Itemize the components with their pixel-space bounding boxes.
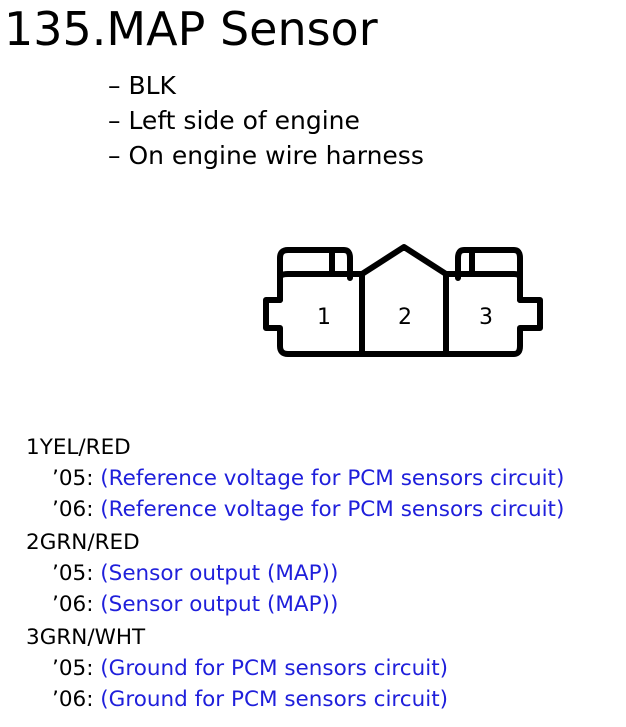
pin-description: (Ground for PCM sensors circuit) <box>100 687 449 712</box>
pin-row: ’06: (Ground for PCM sensors circuit) <box>26 684 564 715</box>
pin-row: ’05: (Sensor output (MAP)) <box>26 558 564 589</box>
pin-description: (Sensor output (MAP)) <box>100 561 339 586</box>
connector-color: – BLK <box>108 71 176 100</box>
connector-info-list: – BLK – Left side of engine – On engine … <box>108 68 424 173</box>
pin-wire-color: GRN/RED <box>39 530 140 555</box>
pin-wire-color: YEL/RED <box>39 435 131 460</box>
connector-diagram: 1 2 3 <box>263 244 543 357</box>
pin-year: ’06: <box>52 497 94 522</box>
pin-block-3: 3GRN/WHT ’05: (Ground for PCM sensors ci… <box>26 622 564 715</box>
pin-description: (Reference voltage for PCM sensors circu… <box>100 497 565 522</box>
pin-description: (Ground for PCM sensors circuit) <box>100 656 449 681</box>
pin-row: ’05: (Ground for PCM sensors circuit) <box>26 653 564 684</box>
pin-year: ’06: <box>52 592 94 617</box>
pin-year: ’05: <box>52 656 94 681</box>
pin-block-2: 2GRN/RED ’05: (Sensor output (MAP)) ’06:… <box>26 527 564 620</box>
pin-year: ’05: <box>52 466 94 491</box>
pin-block-1: 1YEL/RED ’05: (Reference voltage for PCM… <box>26 432 564 525</box>
pin-list: 1YEL/RED ’05: (Reference voltage for PCM… <box>26 432 564 717</box>
pin-number: 1 <box>26 435 40 460</box>
connector-location: – Left side of engine <box>108 106 360 135</box>
pin-year: ’06: <box>52 687 94 712</box>
pin-row: ’06: (Sensor output (MAP)) <box>26 589 564 620</box>
pin-description: (Reference voltage for PCM sensors circu… <box>100 466 565 491</box>
pin-description: (Sensor output (MAP)) <box>100 592 339 617</box>
pin-row: ’06: (Reference voltage for PCM sensors … <box>26 494 564 525</box>
connector-body <box>263 244 543 357</box>
pin-wire-color: GRN/WHT <box>39 625 146 650</box>
pin-label-2: 2 <box>398 305 412 330</box>
connector-harness: – On engine wire harness <box>108 141 424 170</box>
pin-label-1: 1 <box>317 305 331 330</box>
pin-header: 1YEL/RED <box>26 432 564 463</box>
page-title: 135.MAP Sensor <box>4 2 378 56</box>
pin-header: 2GRN/RED <box>26 527 564 558</box>
connector-outline <box>277 247 353 303</box>
pin-header: 3GRN/WHT <box>26 622 564 653</box>
pin-year: ’05: <box>52 561 94 586</box>
pin-label-3: 3 <box>479 305 493 330</box>
connector-outline-right <box>455 247 523 303</box>
pin-row: ’05: (Reference voltage for PCM sensors … <box>26 463 564 494</box>
pin-number: 3 <box>26 625 40 650</box>
pin-number: 2 <box>26 530 40 555</box>
